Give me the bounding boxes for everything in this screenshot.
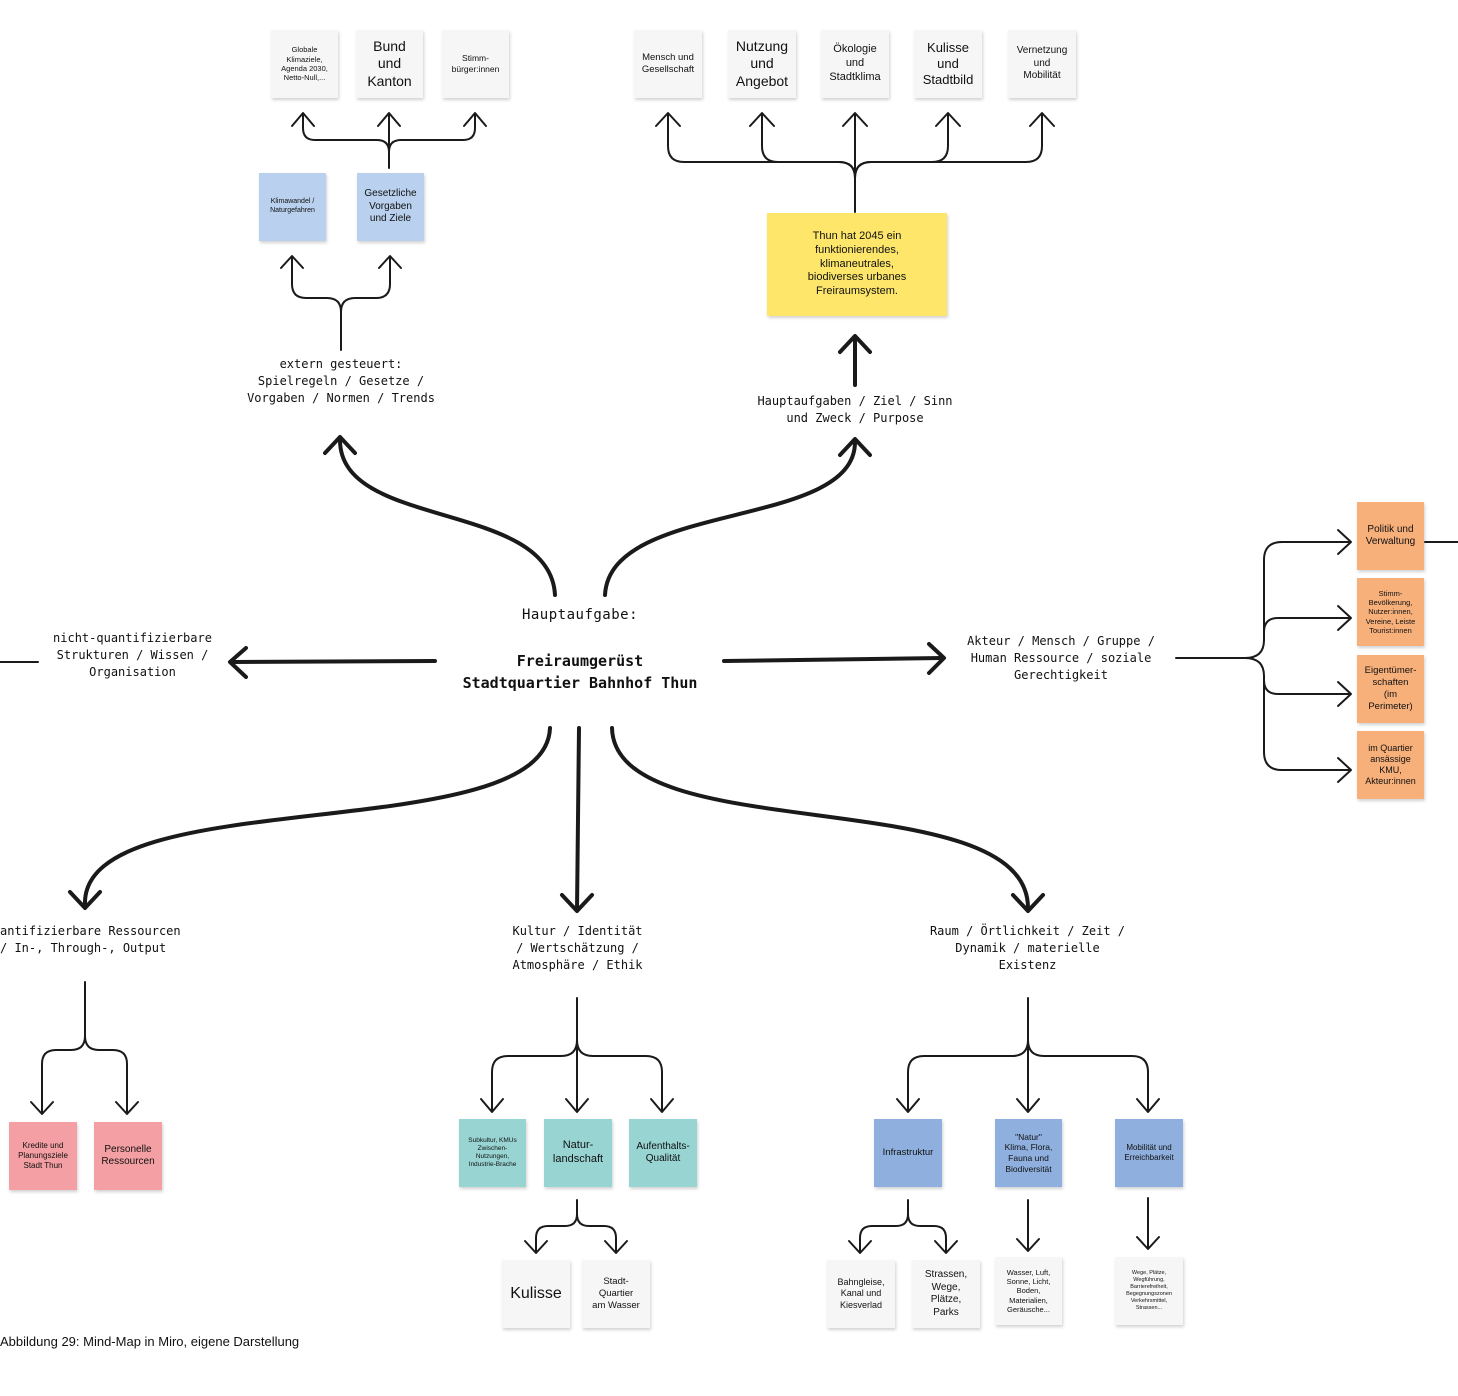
note-use: Nutzung und Angebot bbox=[728, 30, 796, 98]
branch-external: extern gesteuert: Spielregeln / Gesetze … bbox=[247, 357, 435, 405]
note-kulisse: Kulisse bbox=[502, 1260, 570, 1328]
branch-culture: Kultur / Identität / Wertschätzung / Atm… bbox=[512, 924, 643, 972]
branch-space: Raum / Örtlichkeit / Zeit / Dynamik / ma… bbox=[929, 924, 1126, 972]
arrow-external bbox=[338, 438, 557, 597]
note-legal: Gesetzliche Vorgaben und Ziele bbox=[357, 173, 424, 241]
arrow-resources bbox=[82, 726, 552, 907]
arrow-space bbox=[610, 726, 1030, 910]
note-credits: Kredite und Planungsziele Stadt Thun bbox=[9, 1122, 77, 1190]
note-people: Mensch und Gesellschaft bbox=[634, 30, 702, 98]
center-heading: Hauptaufgabe: bbox=[521, 607, 639, 623]
arrow-purpose bbox=[603, 440, 857, 597]
branch-structures: nicht-quantifizierbare Strukturen / Wiss… bbox=[53, 631, 212, 679]
arrow-culture bbox=[575, 726, 581, 912]
note-paths: Wege, Plätze, Wegführung, Barrierefreihe… bbox=[1115, 1257, 1183, 1325]
note-vision: Thun hat 2045 ein funktionierendes, klim… bbox=[767, 213, 947, 316]
branch-actors: Akteur / Mensch / Gruppe / Human Ressour… bbox=[967, 634, 1155, 682]
note-mobility: Mobilität und Erreichbarkeit bbox=[1115, 1119, 1183, 1187]
note-federal: Bund und Kanton bbox=[356, 30, 423, 98]
arrow-structures bbox=[230, 659, 437, 664]
note-subculture: Subkultur, KMUs Zwischen- Nutzungen, Ind… bbox=[459, 1119, 526, 1187]
note-network: Vernetzung und Mobilität bbox=[1008, 30, 1076, 98]
note-rail: Bahngleise, Kanal und Kiesverlad bbox=[827, 1260, 895, 1328]
note-scenery: Kulisse und Stadtbild bbox=[914, 30, 982, 98]
note-population: Stimm- Bevölkerung, Nutzer:innen, Verein… bbox=[1357, 578, 1424, 646]
note-personnel: Personelle Ressourcen bbox=[94, 1122, 162, 1190]
note-streets: Strassen, Wege, Plätze, Parks bbox=[912, 1260, 980, 1328]
note-elements: Wasser, Luft, Sonne, Licht, Boden, Mater… bbox=[995, 1257, 1062, 1325]
note-sme: im Quartier ansässige KMU, Akteur:innen bbox=[1357, 731, 1424, 799]
note-climate-change: Klimawandel / Naturgefahren bbox=[259, 173, 326, 241]
arrow-actors bbox=[722, 656, 944, 663]
note-nature: "Natur" Klima, Flora, Fauna und Biodiver… bbox=[995, 1119, 1062, 1187]
note-water-quarter: Stadt- Quartier am Wasser bbox=[582, 1260, 650, 1328]
note-natural-landscape: Natur- landschaft bbox=[544, 1119, 612, 1187]
note-owners: Eigentümer- schaften (im Perimeter) bbox=[1357, 655, 1424, 723]
figure-caption: Abbildung 29: Mind-Map in Miro, eigene D… bbox=[0, 1334, 300, 1349]
branch-purpose: Hauptaufgaben / Ziel / Sinn und Zweck / … bbox=[757, 394, 953, 425]
branch-resources: antifizierbare Ressourcen / In-, Through… bbox=[0, 924, 181, 955]
note-voters: Stimm- bürger:innen bbox=[442, 30, 509, 98]
note-ecology: Ökologie und Stadtklima bbox=[821, 30, 889, 98]
note-infrastructure: Infrastruktur bbox=[874, 1119, 942, 1187]
center-title: Freiraumgerüst Stadtquartier Bahnhof Thu… bbox=[462, 652, 698, 692]
note-global-goals: Globale Klimaziele, Agenda 2030, Netto-N… bbox=[271, 30, 338, 98]
note-politics: Politik und Verwaltung bbox=[1357, 502, 1424, 570]
note-stay-quality: Aufenthalts- Qualität bbox=[629, 1119, 697, 1187]
